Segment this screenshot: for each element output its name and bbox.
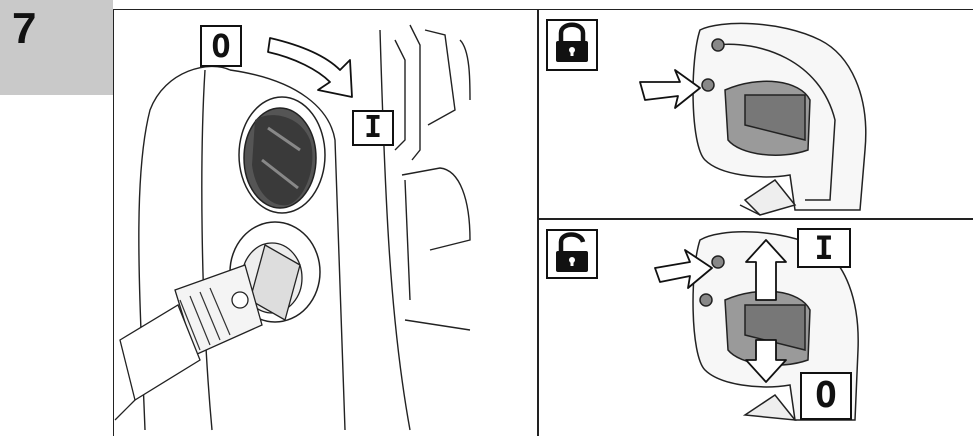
off-symbol-unlocked: O — [815, 378, 837, 414]
off-symbol-box-unlocked: O — [800, 372, 852, 420]
on-symbol-unlocked: I — [814, 232, 833, 264]
on-symbol-box-unlocked: I — [797, 228, 851, 268]
padlock-open-icon — [547, 230, 597, 278]
